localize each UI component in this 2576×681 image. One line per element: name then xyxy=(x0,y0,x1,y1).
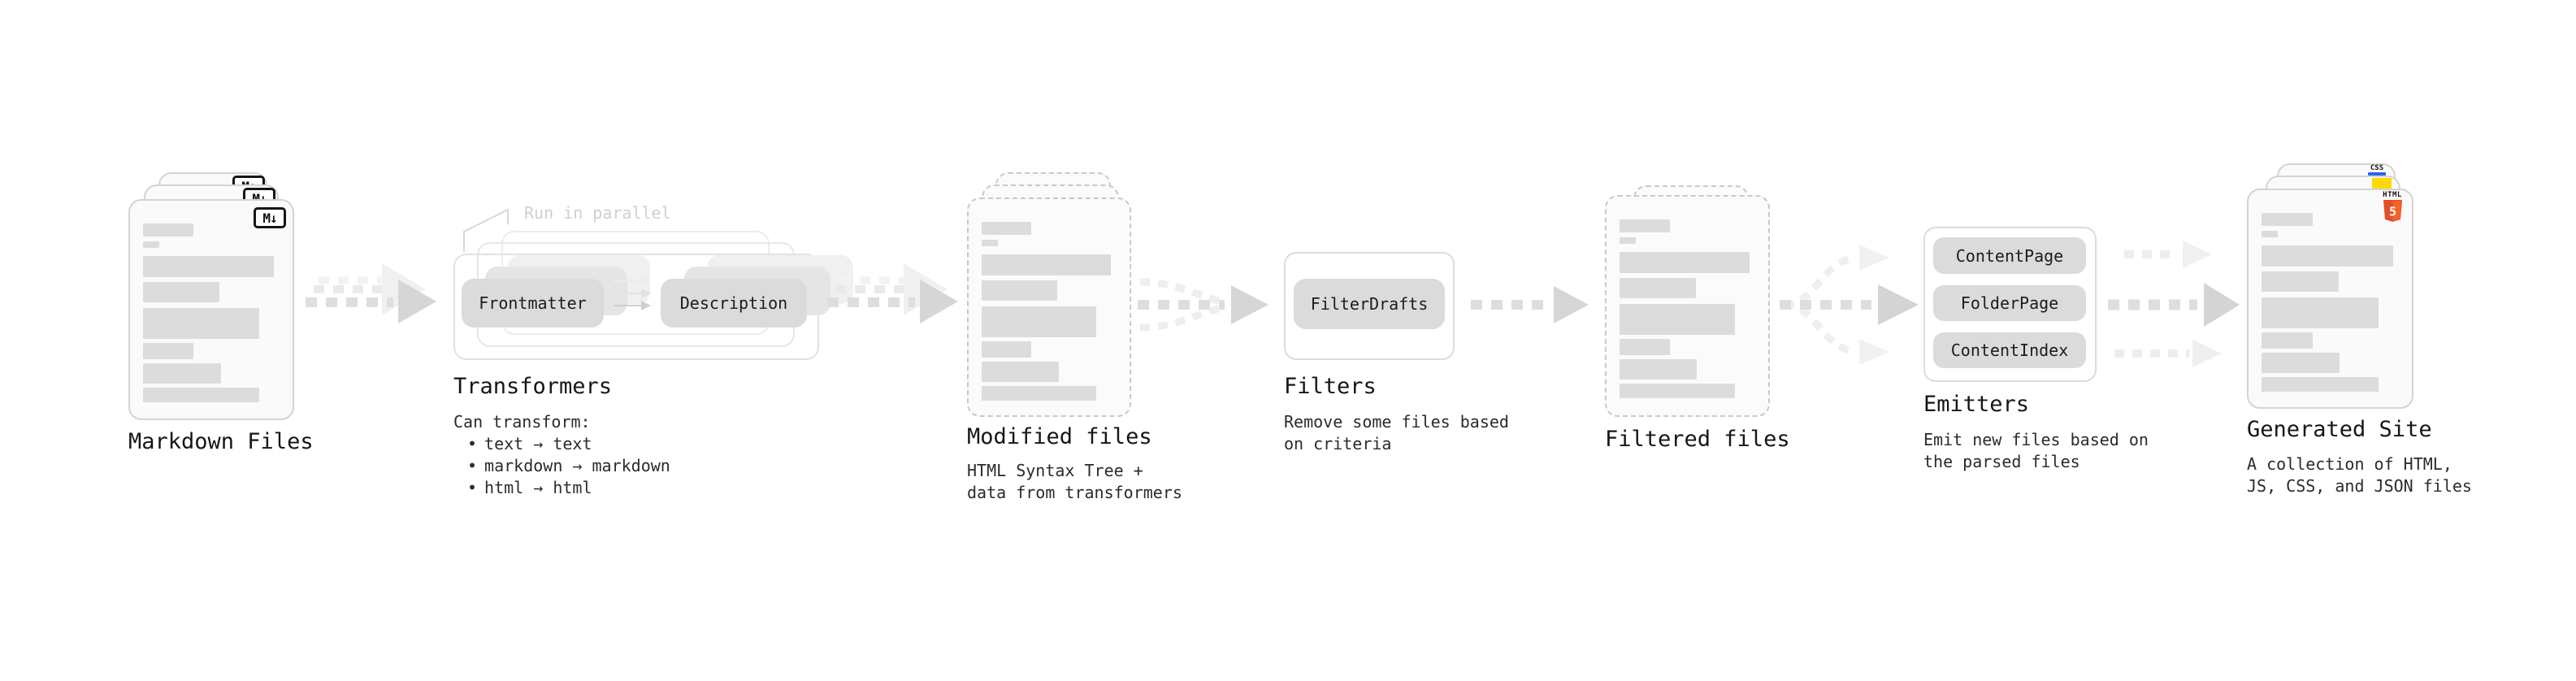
skeleton-text xyxy=(143,223,280,402)
svg-text:5: 5 xyxy=(2388,205,2396,219)
markdown-icon-label: M↓ xyxy=(262,210,277,226)
html5-shield: 5 xyxy=(2383,200,2402,222)
markdown-files-stack: M↓ M↓ M↓ xyxy=(128,171,332,424)
emitters-description: Emit new files based on the parsed files xyxy=(1923,430,2149,471)
arrow-transformers-to-modified xyxy=(827,263,958,323)
filtered-files-stack xyxy=(1605,182,1800,426)
transform-item: •html → html xyxy=(467,478,592,497)
file-card-front xyxy=(1605,195,1770,417)
run-in-parallel-leader-line xyxy=(463,208,509,252)
javascript-icon xyxy=(2372,178,2392,189)
css-icon: CSS xyxy=(2368,165,2386,176)
transformer-pill-description: Description xyxy=(661,279,807,327)
generated-site-title: Generated Site xyxy=(2247,417,2432,442)
html5-icon: HTML 5 xyxy=(2382,192,2403,222)
arrow-emitters-to-generated xyxy=(2108,241,2240,367)
file-card-front xyxy=(128,199,294,420)
emitter-pill-contentpage: ContentPage xyxy=(1933,237,2086,274)
transform-item: •markdown → markdown xyxy=(467,456,670,475)
file-card-html xyxy=(2247,189,2413,409)
modified-files-description: HTML Syntax Tree + data from transformer… xyxy=(967,461,1182,502)
filter-pill-filterdrafts: FilterDrafts xyxy=(1294,279,1445,329)
transformers-title: Transformers xyxy=(453,374,613,399)
run-in-parallel-note: Run in parallel xyxy=(524,203,671,223)
arrow-filters-to-filtered xyxy=(1471,286,1589,323)
mini-arrow-mid xyxy=(614,288,651,298)
modified-files-stack xyxy=(967,171,1162,424)
generated-site-stack: CSS HTML 5 xyxy=(2247,161,2450,414)
skeleton-text xyxy=(982,222,1117,401)
filters-title: Filters xyxy=(1284,374,1377,399)
generated-site-description: A collection of HTML, JS, CSS, and JSON … xyxy=(2247,454,2472,496)
modified-files-title: Modified files xyxy=(967,424,1152,449)
emitter-pill-folderpage: FolderPage xyxy=(1933,285,2086,321)
mini-arrow-bottom xyxy=(614,301,651,310)
transformer-pill-frontmatter: Frontmatter xyxy=(462,279,604,327)
transform-item: •text → text xyxy=(467,434,592,453)
emitters-title: Emitters xyxy=(1923,392,2030,417)
mini-arrow-top xyxy=(614,276,651,286)
filtered-files-title: Filtered files xyxy=(1605,427,1790,452)
filters-description: Remove some files based on criteria xyxy=(1284,412,1509,453)
skeleton-text xyxy=(1620,219,1755,398)
arrow-modified-to-filters-converge xyxy=(1138,278,1268,332)
skeleton-text xyxy=(2262,213,2399,392)
emitter-pill-contentindex: ContentIndex xyxy=(1933,332,2086,368)
arrow-markdown-to-transformers xyxy=(306,263,436,323)
arrow-filtered-to-emitters-diverge xyxy=(1780,245,1919,365)
markdown-files-label: Markdown Files xyxy=(128,429,314,454)
transformers-description: Can transform: •text → text •markdown → … xyxy=(453,411,670,499)
can-transform-heading: Can transform: xyxy=(453,412,591,432)
markdown-icon: M↓ xyxy=(254,207,286,228)
file-card-front xyxy=(967,197,1131,417)
